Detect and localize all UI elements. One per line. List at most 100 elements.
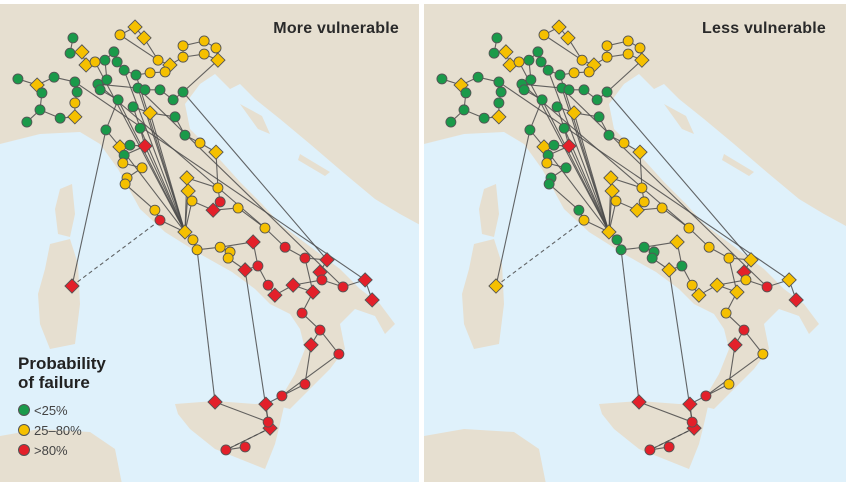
substation-diamond-high: [682, 396, 698, 412]
node-circle-medium: [210, 42, 222, 54]
node-circle-low: [603, 129, 615, 141]
node-circle-low: [525, 74, 537, 86]
node-circle-low: [154, 84, 166, 96]
node-circle-high: [214, 196, 226, 208]
substation-diamond-high: [64, 278, 80, 294]
node-circle-low: [177, 86, 189, 98]
node-circle-high: [314, 324, 326, 336]
node-circle-medium: [568, 67, 580, 79]
red-dot-icon: [18, 444, 30, 456]
link: [97, 83, 138, 89]
link: [498, 81, 790, 281]
node-circle-low: [139, 84, 151, 96]
substation-diamond-high: [727, 337, 743, 353]
node-circle-low: [67, 32, 79, 44]
node-circle-low: [101, 74, 113, 86]
substation-diamond-high: [207, 394, 223, 410]
substation-diamond-medium: [661, 262, 677, 278]
node-circle-medium: [636, 182, 648, 194]
node-circle-medium: [622, 35, 634, 47]
substation-diamond-high: [364, 292, 380, 308]
node-circle-medium: [618, 137, 630, 149]
node-circle-low: [99, 54, 111, 66]
link: [573, 112, 610, 233]
substation-diamond-medium: [743, 252, 759, 268]
node-circle-high: [154, 214, 166, 226]
link: [71, 129, 107, 287]
link: [543, 146, 610, 233]
node-circle-low: [554, 69, 566, 81]
substation-diamond-high: [258, 396, 274, 412]
node-circle-low: [493, 76, 505, 88]
node-circle-medium: [757, 348, 769, 360]
legend-title: Probability of failure: [18, 354, 106, 392]
node-circle-medium: [232, 202, 244, 214]
node-circle-low: [130, 69, 142, 81]
link: [124, 183, 156, 211]
link: [74, 81, 366, 281]
substation-diamond-medium: [491, 109, 507, 125]
node-circle-medium: [638, 196, 650, 208]
node-circle-low: [536, 94, 548, 106]
substation-diamond-high: [788, 292, 804, 308]
link: [196, 249, 216, 403]
link: [119, 34, 159, 61]
map-panel-more-vulnerable: More vulnerable Probability of failure <…: [0, 4, 419, 482]
node-circle-low: [69, 76, 81, 88]
node-circle-high: [333, 348, 345, 360]
substation-diamond-medium: [632, 144, 648, 160]
substation-diamond-medium: [74, 44, 90, 60]
node-circle-low: [167, 94, 179, 106]
substation-diamond-medium: [603, 170, 619, 186]
node-circle-low: [524, 124, 536, 136]
link: [117, 99, 186, 233]
node-circle-medium: [538, 29, 550, 41]
substation-diamond-medium: [498, 44, 514, 60]
node-circle-medium: [686, 279, 698, 291]
link: [606, 59, 643, 93]
node-circle-medium: [119, 178, 131, 190]
node-circle-low: [535, 56, 547, 68]
node-circle-low: [112, 94, 124, 106]
substation-diamond-high: [237, 262, 253, 278]
node-circle-low: [445, 116, 457, 128]
substation-diamond-medium: [180, 183, 196, 199]
node-circle-low: [518, 84, 530, 96]
node-circle-high: [663, 441, 675, 453]
node-circle-low: [100, 124, 112, 136]
node-circle-low: [94, 84, 106, 96]
node-circle-low: [542, 64, 554, 76]
link: [144, 145, 186, 233]
node-circle-low: [111, 56, 123, 68]
dashed-link: [225, 427, 271, 451]
node-circle-low: [491, 32, 503, 44]
substation-diamond-medium: [691, 287, 707, 303]
node-circle-low: [578, 84, 590, 96]
node-circle-low: [646, 252, 658, 264]
node-circle-low: [532, 46, 544, 58]
node-circle-medium: [186, 195, 198, 207]
node-circle-low: [591, 94, 603, 106]
node-circle-medium: [89, 56, 101, 68]
land-and-sea: [424, 4, 846, 482]
node-circle-high: [299, 378, 311, 390]
panel-title: Less vulnerable: [702, 20, 826, 37]
node-circle-high: [296, 307, 308, 319]
legend-label: >80%: [34, 442, 68, 458]
node-circle-low: [573, 204, 585, 216]
substation-diamond-high: [357, 272, 373, 288]
substation-diamond-high: [267, 287, 283, 303]
node-circle-medium: [177, 51, 189, 63]
node-circle-low: [54, 112, 66, 124]
node-circle-low: [124, 139, 136, 151]
link: [214, 401, 269, 423]
node-circle-low: [638, 241, 650, 253]
green-dot-icon: [18, 404, 30, 416]
node-circle-medium: [198, 35, 210, 47]
substation-diamond-medium: [604, 183, 620, 199]
node-circle-high: [252, 260, 264, 272]
node-circle-medium: [136, 162, 148, 174]
node-circle-high: [220, 444, 232, 456]
link: [149, 112, 186, 233]
substation-diamond-medium: [488, 278, 504, 294]
